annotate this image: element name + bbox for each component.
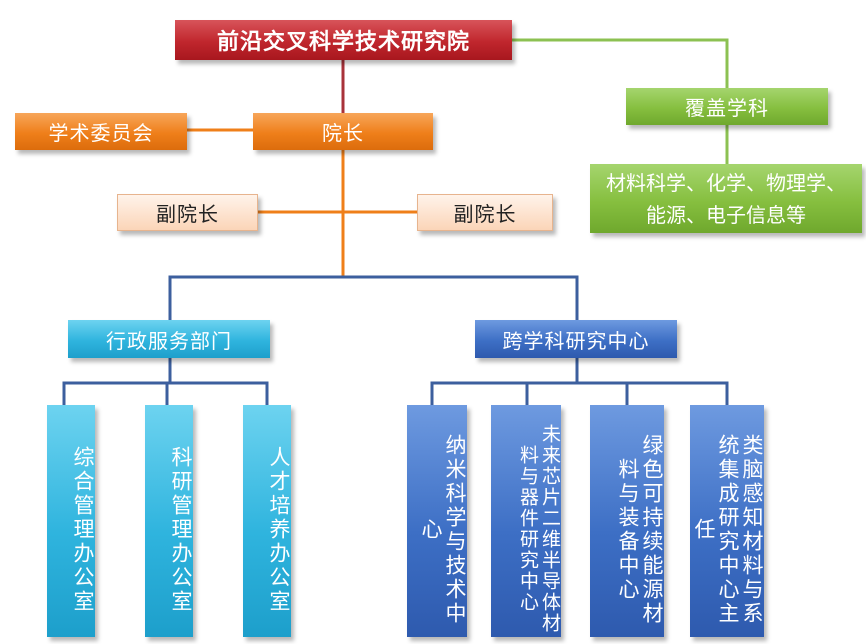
admin-office-3-label: 人才培养办公室 bbox=[267, 446, 291, 614]
admin-office-3: 人才培养办公室 bbox=[243, 405, 291, 637]
admin-dept-label: 行政服务部门 bbox=[106, 328, 232, 353]
vice-president-left-label: 副院长 bbox=[156, 202, 219, 226]
admin-dept-box: 行政服务部门 bbox=[68, 320, 270, 358]
line-research-centers bbox=[430, 381, 729, 405]
line-institute-coverage bbox=[512, 38, 729, 88]
president-label: 院长 bbox=[322, 121, 364, 145]
center-1-label: 纳米科学与技术中心 bbox=[419, 434, 467, 626]
academic-committee-box: 学术委员会 bbox=[15, 113, 187, 150]
research-center-box: 跨学科研究中心 bbox=[475, 320, 677, 358]
center-4: 类脑感知材料与系统集成研究中心主任 bbox=[690, 405, 764, 637]
disciplines-box: 材料科学、化学、物理学、能源、电子信息等 bbox=[590, 164, 862, 233]
coverage-box: 覆盖学科 bbox=[626, 88, 828, 125]
admin-office-1: 综合管理办公室 bbox=[47, 405, 95, 637]
vice-president-right-box: 副院长 bbox=[417, 194, 553, 231]
academic-committee-label: 学术委员会 bbox=[48, 121, 154, 145]
line-branch-departments bbox=[168, 275, 579, 320]
center-2-label: 未来芯片二维半导体材料与器件研究中心 bbox=[517, 424, 561, 634]
vice-president-left-box: 副院长 bbox=[117, 194, 258, 231]
institute-box: 前沿交叉科学技术研究院 bbox=[175, 20, 512, 60]
center-3: 绿色可持续能源材料与装备中心 bbox=[590, 405, 664, 637]
vice-president-right-label: 副院长 bbox=[453, 202, 517, 226]
center-4-label: 类脑感知材料与系统集成研究中心主任 bbox=[692, 434, 764, 626]
admin-office-1-label: 综合管理办公室 bbox=[71, 446, 95, 614]
center-1: 纳米科学与技术中心 bbox=[407, 405, 467, 637]
center-2: 未来芯片二维半导体材料与器件研究中心 bbox=[491, 405, 561, 637]
research-center-label: 跨学科研究中心 bbox=[502, 328, 650, 353]
president-box: 院长 bbox=[253, 113, 433, 150]
admin-office-2: 科研管理办公室 bbox=[145, 405, 193, 637]
coverage-label: 覆盖学科 bbox=[685, 96, 769, 120]
disciplines-label: 材料科学、化学、物理学、能源、电子信息等 bbox=[606, 170, 846, 227]
admin-office-2-label: 科研管理办公室 bbox=[169, 446, 193, 614]
institute-label: 前沿交叉科学技术研究院 bbox=[216, 30, 470, 55]
center-3-label: 绿色可持续能源材料与装备中心 bbox=[616, 434, 664, 626]
